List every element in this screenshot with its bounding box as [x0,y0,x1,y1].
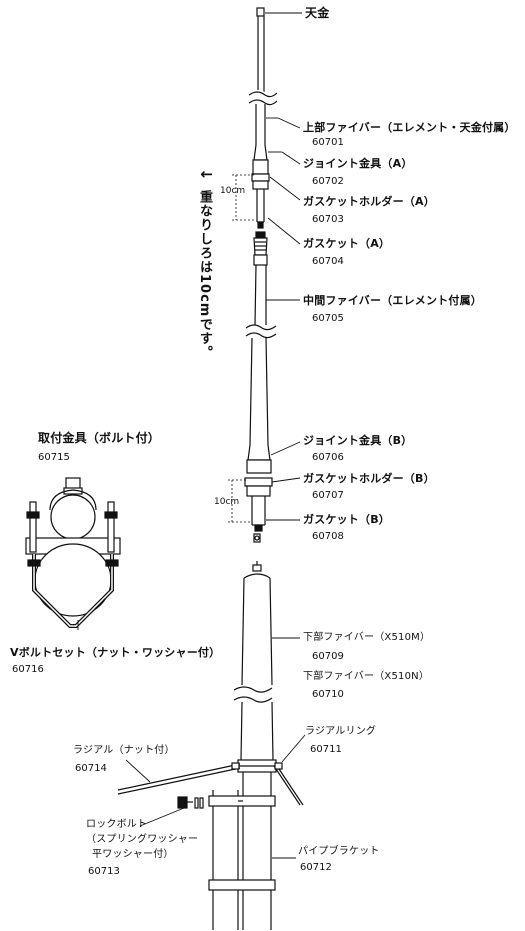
gasket-holder-a-label: ガスケットホルダー（A） [303,195,435,208]
gasket-a-label: ガスケット（A） [303,237,391,250]
middle-fiber-label: 中間ファイバー（エレメント付属） [303,294,482,307]
overlap-arrow: ↓ [197,168,215,182]
pipe-bracket-label: パイプブラケット [298,846,380,857]
middle-fiber-number: 60705 [312,313,344,324]
v-bolt-part [27,554,119,628]
lock-bolt-part [177,796,204,809]
radial-ring-label: ラジアルリング [305,726,377,737]
gasket-b-label: ガスケット（B） [303,513,390,526]
radial-label: ラジアル（ナット付） [73,745,175,756]
lower-fiber-m-number: 60709 [312,651,344,662]
joint-a-number: 60702 [312,176,344,187]
lock-bolt-number: 60713 [88,866,120,877]
mount-bracket-part [25,477,121,617]
radial-ring-part [117,759,304,806]
upper-fiber-label: 上部ファイバー（エレメント・天金付属） [303,121,516,134]
gasket-holder-a-number: 60703 [312,214,344,225]
dimension-b-label: 10cm [214,497,240,507]
gasket-holder-b-label: ガスケットホルダー（B） [303,472,435,485]
radial-number: 60714 [75,763,107,774]
joint-b-label: ジョイント金具（B） [303,434,413,447]
upper-fiber-number: 60701 [312,137,344,148]
joint-b-number: 60706 [312,452,344,463]
mount-bracket-label: 取付金具（ボルト付） [38,431,161,445]
dimension-a-label: 10cm [220,186,246,196]
v-bolt-label: Vボルトセット（ナット・ワッシャー付） [10,646,221,659]
lower-fiber [233,561,274,761]
upper-fiber [246,7,280,145]
mount-bracket-number: 60715 [38,452,70,463]
joint-b-part [244,444,273,543]
lock-bolt-label-line1: ロックボルト [86,819,148,830]
pipe-bracket-number: 60712 [300,862,332,873]
lower-fiber-n-label: 下部ファイバー（X510N） [303,671,430,682]
gasket-a-part [253,231,268,266]
radial-ring-number: 60711 [310,744,342,755]
lock-bolt-label-line3: 平ワッシャー付） [92,849,174,860]
mast-pipe [208,772,276,930]
dimension-a-marker [232,174,255,221]
gasket-holder-b-number: 60707 [312,490,344,501]
lock-bolt-label-line2: （スプリングワッシャー [86,834,199,845]
gasket-a-number: 60704 [312,256,344,267]
dimension-b-marker [228,479,252,523]
overlap-note: 重なりしろは10cmです。 [197,190,212,360]
lower-fiber-m-label: 下部ファイバー（X510M） [303,632,431,643]
v-bolt-number: 60716 [12,664,44,675]
leader-lines [77,12,306,859]
joint-a-label: ジョイント金具（A） [303,157,413,170]
middle-fiber [245,264,277,446]
gasket-b-number: 60708 [312,531,344,542]
top-cap-label: 天金 [305,6,330,20]
lower-fiber-n-number: 60710 [312,689,344,700]
joint-a-part [251,144,270,229]
